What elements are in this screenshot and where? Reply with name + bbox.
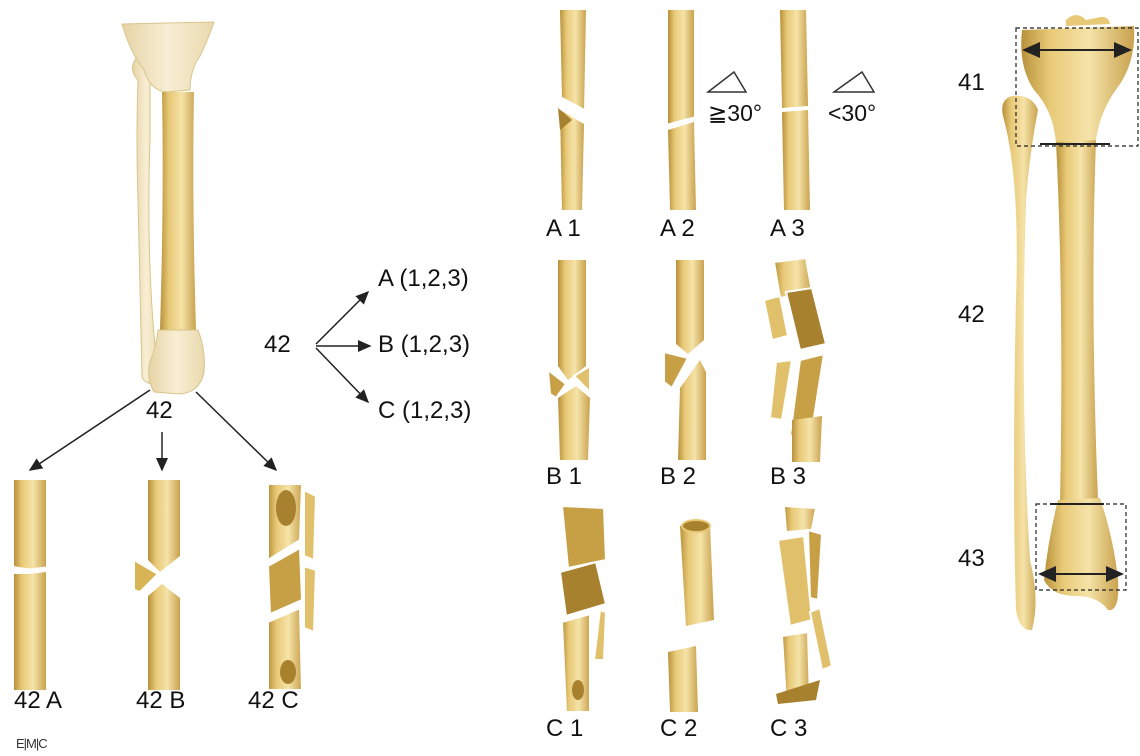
angle-label-a2: ≧30° [708, 100, 762, 126]
subtype-label-42c: 42 C [248, 688, 299, 714]
bone-b2 [664, 260, 706, 460]
grid-label-b2: B 2 [660, 464, 696, 490]
grid-label-a3: A 3 [770, 216, 805, 242]
overview-tibia-fibula [122, 22, 214, 394]
bone-c2 [668, 520, 714, 712]
angle-icon-a3 [834, 72, 874, 92]
scheme-arrows [316, 292, 370, 402]
publisher-logo: E|M|C [16, 736, 47, 751]
bone-c3 [776, 506, 832, 704]
bone-b3 [764, 258, 826, 462]
grid-label-b3: B 3 [770, 464, 806, 490]
angle-label-a3: <30° [828, 100, 876, 126]
subtype-label-42b: 42 B [136, 688, 185, 714]
bone-42b [134, 480, 180, 690]
bone-b1 [548, 260, 590, 460]
segmented-tibia-fibula [1002, 15, 1134, 630]
grid-label-a1: A 1 [546, 216, 581, 242]
overview-label: 42 [146, 398, 173, 424]
segment-label-41: 41 [958, 70, 985, 96]
grid-label-c2: C 2 [660, 716, 697, 742]
segment-label-42: 42 [958, 302, 985, 328]
angle-icon-a2 [708, 72, 746, 92]
grid-label-b1: B 1 [546, 464, 582, 490]
segment-label-43: 43 [958, 546, 985, 572]
subtype-label-42a: 42 A [14, 688, 62, 714]
bone-a2 [666, 10, 696, 210]
grid-label-c3: C 3 [770, 716, 807, 742]
grid-label-a2: A 2 [660, 216, 695, 242]
bone-a3 [780, 10, 810, 210]
scheme-branch-a: A (1,2,3) [378, 266, 469, 292]
bone-c1 [560, 506, 606, 712]
scheme-branch-b: B (1,2,3) [378, 332, 470, 358]
scheme-root-label: 42 [264, 332, 291, 358]
scheme-branch-c: C (1,2,3) [378, 398, 471, 424]
grid-label-c1: C 1 [546, 716, 583, 742]
bone-42c [268, 484, 316, 690]
bone-42a [14, 480, 46, 690]
bone-a1 [556, 10, 586, 210]
